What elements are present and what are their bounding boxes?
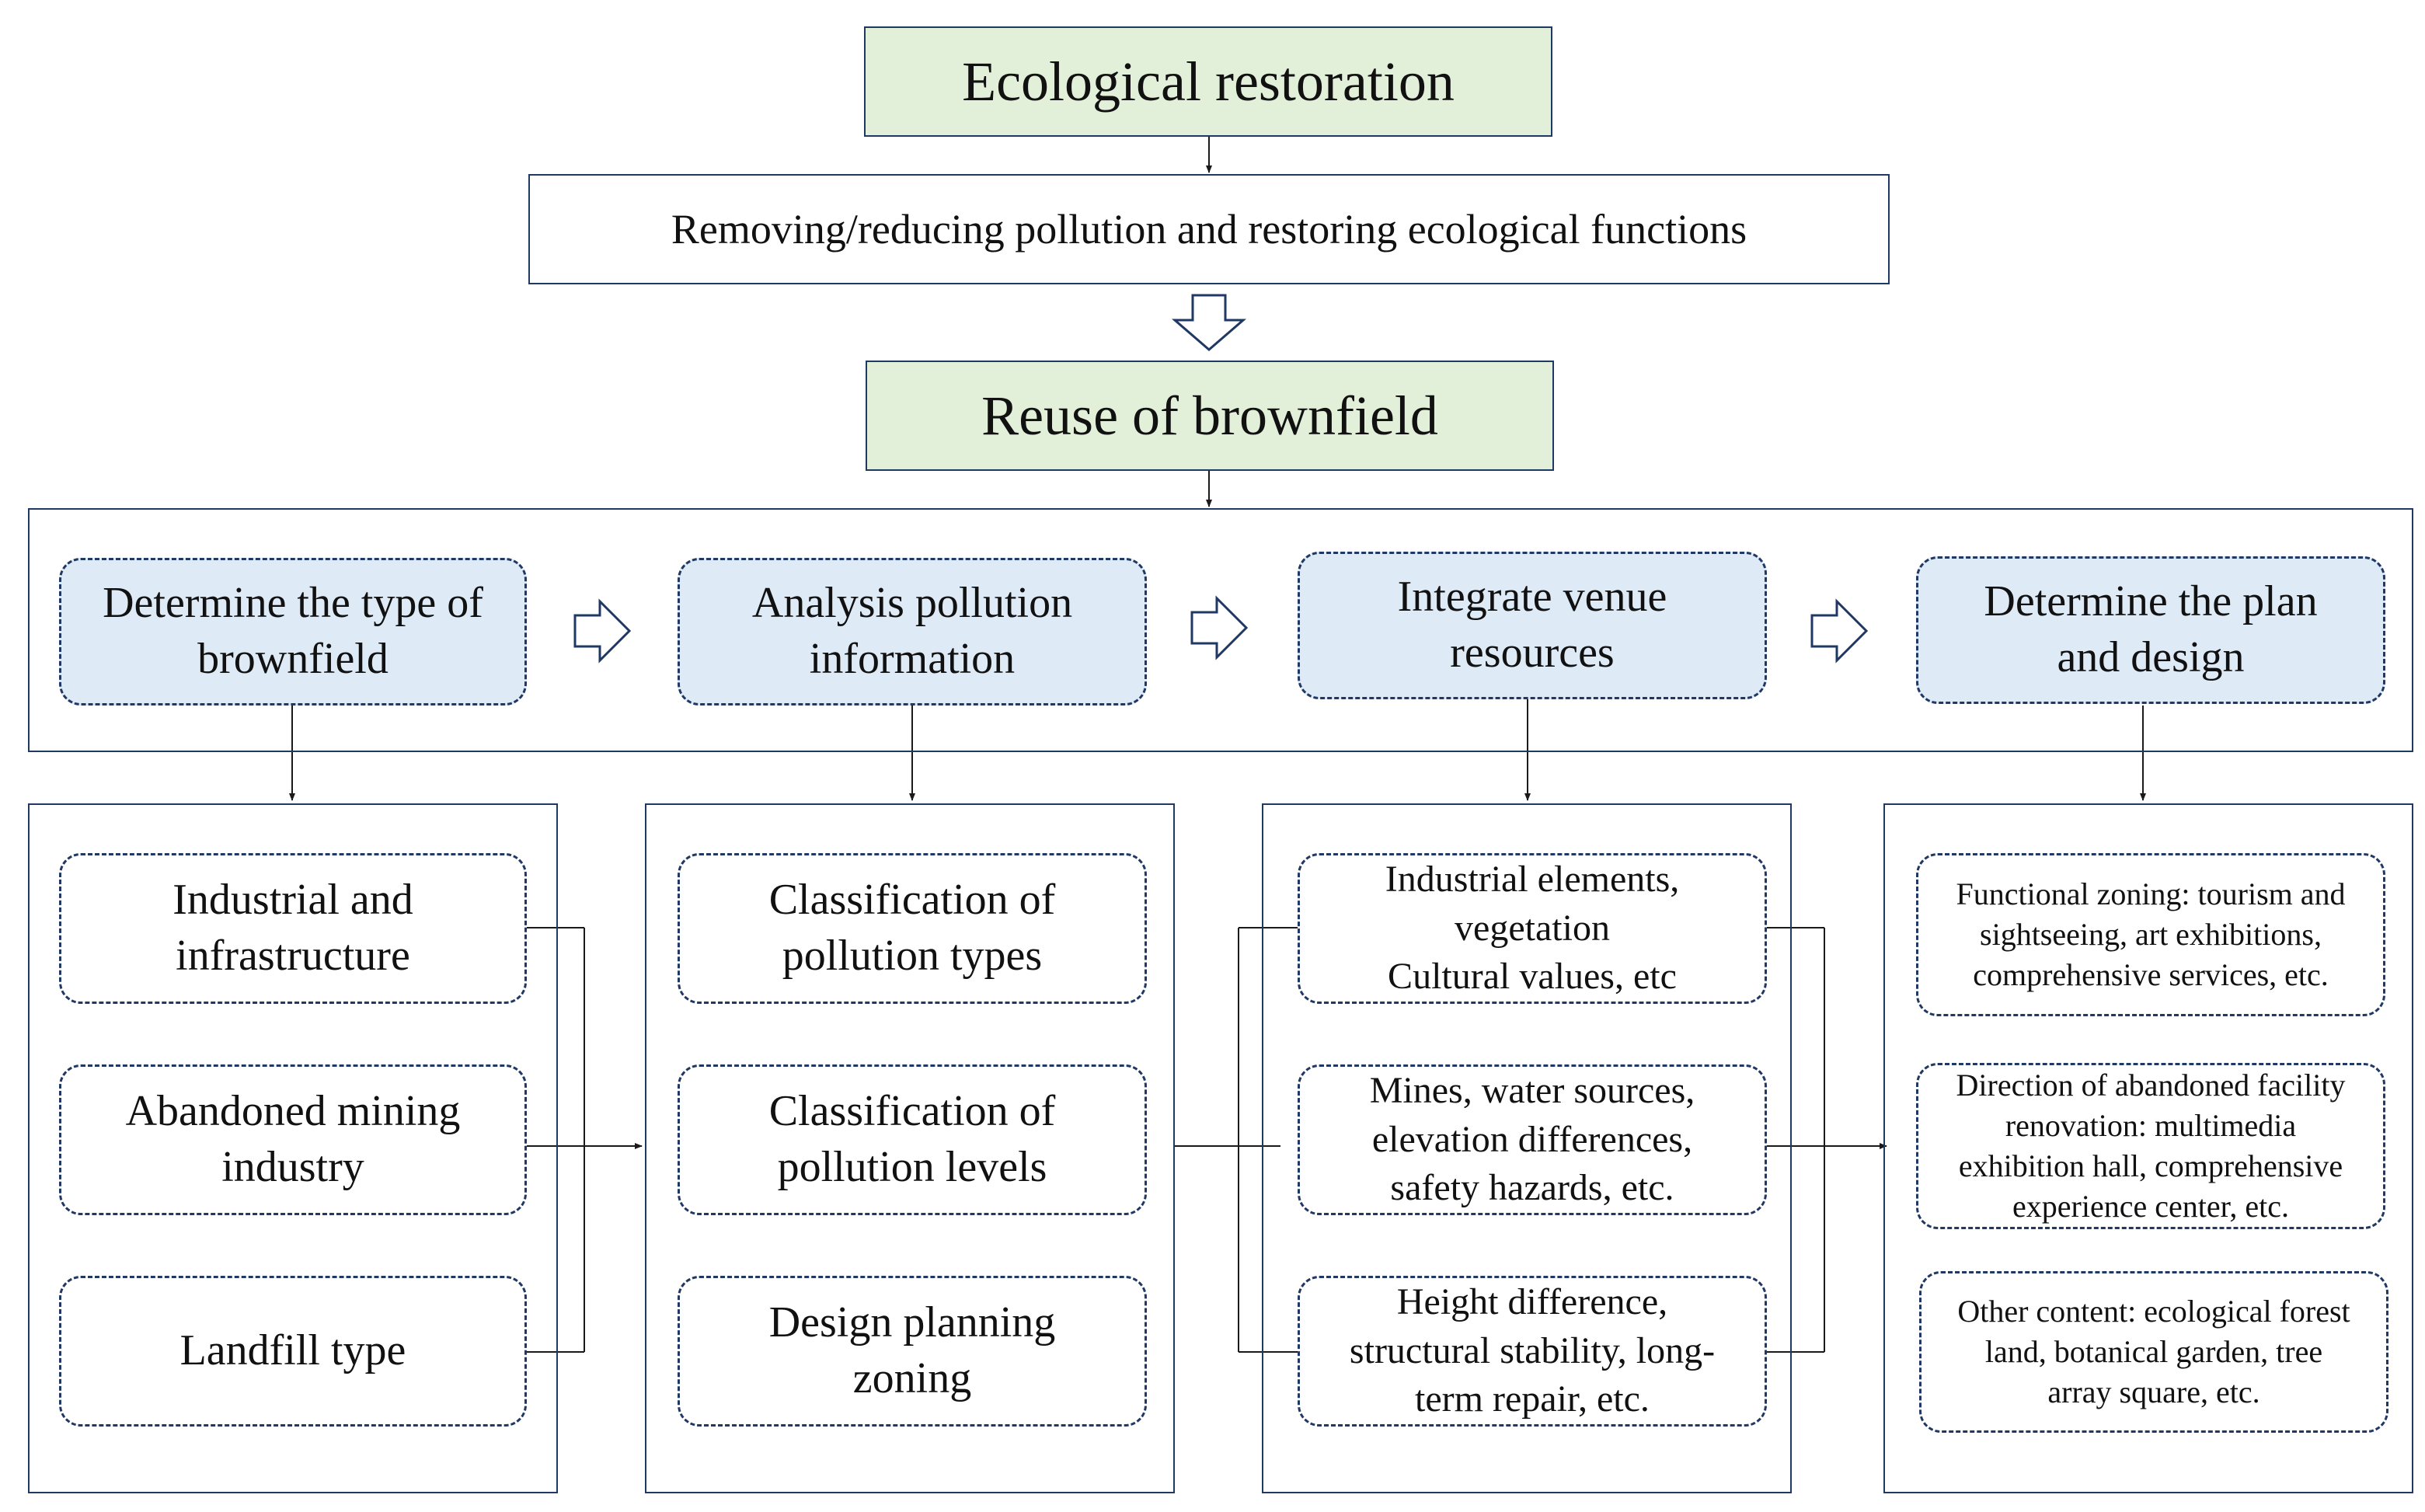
reuse-brownfield-label: Reuse of brownfield [981,384,1438,447]
step-integrate-resources: Integrate venue resources [1298,552,1767,699]
item-label: Landfill type [179,1326,406,1375]
step-label: Integrate venue resources [1397,573,1667,677]
column-frame-brownfield-types [28,803,558,1493]
column-frame-pollution-info [645,803,1175,1493]
step-label: Analysis pollution information [751,579,1073,683]
item-height-difference: Height difference, structural stability,… [1298,1276,1767,1427]
item-label: Industrial elements, vegetation Cultural… [1385,859,1680,998]
steps-frame [28,508,2413,752]
step-determine-type: Determine the type of brownfield [59,558,527,705]
step-label: Determine the type of brownfield [103,579,483,683]
hollow-right-arrow-icon [1190,595,1249,660]
item-industrial-elements: Industrial elements, vegetation Cultural… [1298,853,1767,1004]
item-other-content: Other content: ecological forest land, b… [1919,1271,2388,1433]
bracket-col3-to-col4 [1762,927,1887,1353]
ecological-restoration-label: Ecological restoration [962,50,1455,113]
ecological-restoration-box: Ecological restoration [864,26,1552,137]
step-plan-design: Determine the plan and design [1916,556,2385,704]
step-label: Determine the plan and design [1984,577,2318,681]
item-landfill: Landfill type [59,1276,527,1427]
item-label: Classification of pollution types [768,876,1056,980]
hollow-down-arrow-icon [1171,294,1247,351]
item-pollution-types: Classification of pollution types [678,853,1147,1004]
column-frame-plan-design [1883,803,2413,1493]
item-mines-water: Mines, water sources, elevation differen… [1298,1064,1767,1215]
item-label: Design planning zoning [768,1298,1056,1402]
column-frame-venue-resources [1262,803,1792,1493]
step-analysis-pollution: Analysis pollution information [678,558,1147,705]
item-functional-zoning: Functional zoning: tourism and sightseei… [1916,853,2385,1016]
pollution-removal-label: Removing/reducing pollution and restorin… [671,206,1747,253]
hollow-right-arrow-icon [573,598,632,664]
bracket-col1-to-col2 [527,927,643,1353]
reuse-brownfield-box: Reuse of brownfield [866,361,1554,471]
item-label: Classification of pollution levels [768,1087,1056,1191]
item-abandoned-mining: Abandoned mining industry [59,1064,527,1215]
hollow-right-arrow-icon [1810,598,1869,664]
pollution-removal-box: Removing/reducing pollution and restorin… [528,174,1890,284]
item-label: Mines, water sources, elevation differen… [1369,1070,1695,1209]
item-facility-renovation: Direction of abandoned facility renovati… [1916,1063,2385,1229]
item-label: Direction of abandoned facility renovati… [1956,1068,2346,1224]
item-label: Other content: ecological forest land, b… [1957,1294,2350,1409]
item-label: Functional zoning: tourism and sightseei… [1956,876,2346,992]
item-label: Industrial and infrastructure [172,876,413,980]
item-design-zoning: Design planning zoning [678,1276,1147,1427]
item-label: Abandoned mining industry [125,1087,461,1191]
item-pollution-levels: Classification of pollution levels [678,1064,1147,1215]
item-label: Height difference, structural stability,… [1349,1281,1716,1420]
item-industrial-infrastructure: Industrial and infrastructure [59,853,527,1004]
